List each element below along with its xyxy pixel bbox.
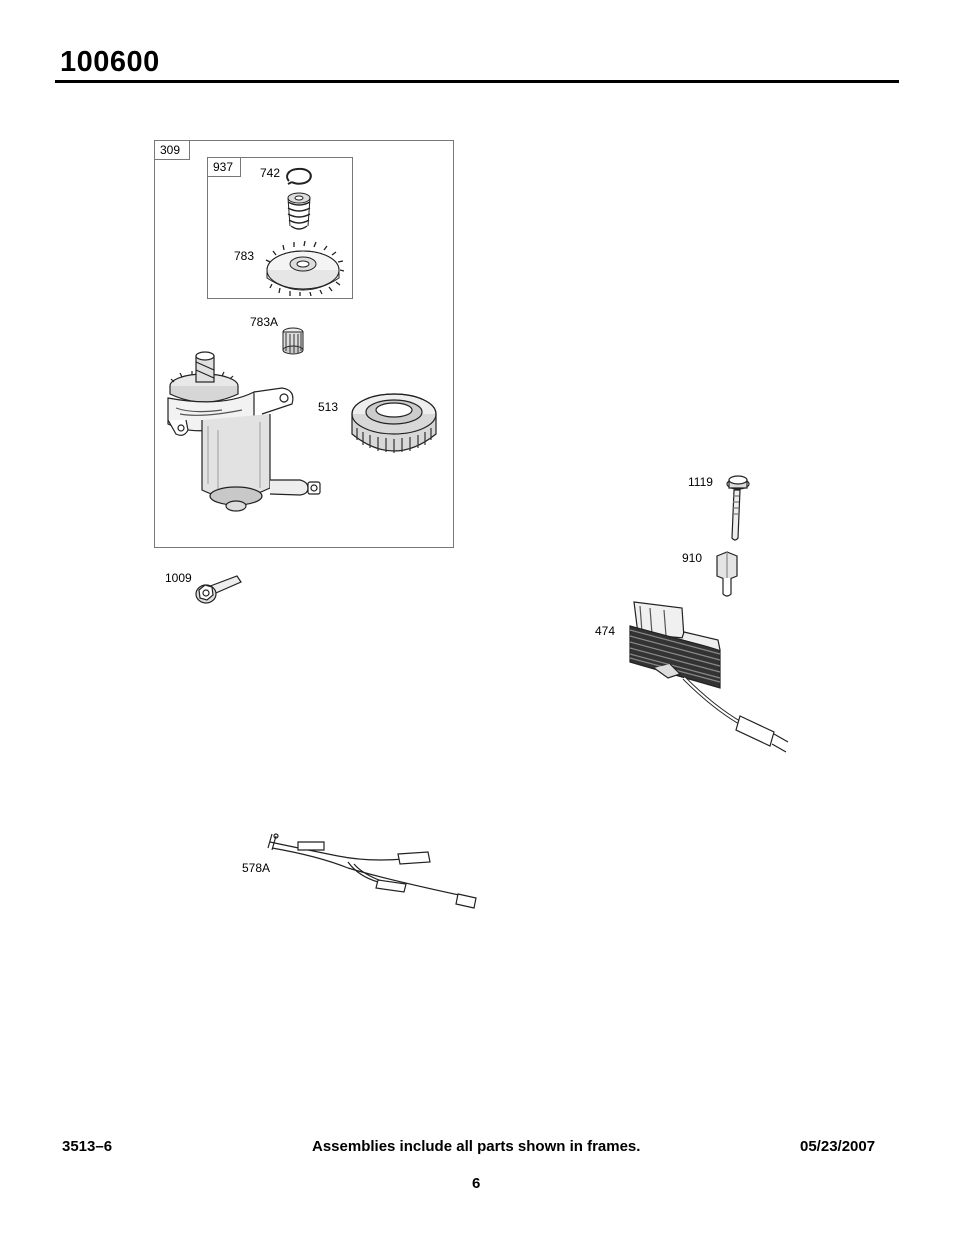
page-number: 6 (472, 1175, 481, 1192)
ring-gear-part-513 (351, 393, 437, 453)
document-code: 3513–6 (62, 1138, 113, 1155)
gear-part-783 (265, 240, 344, 296)
frame-tag-937: 937 (208, 158, 241, 177)
callout-1119: 1119 (688, 475, 713, 489)
header-rule (55, 80, 899, 83)
stud-part-910 (716, 551, 738, 597)
spring-part (287, 192, 311, 230)
page-title: 100600 (60, 46, 160, 78)
callout-474: 474 (595, 624, 616, 638)
armature-part-474 (629, 601, 789, 753)
assembly-frame-937: 937 (207, 157, 353, 299)
frame-note: Assemblies include all parts shown in fr… (312, 1138, 641, 1155)
callout-1009: 1009 (165, 571, 192, 585)
callout-910: 910 (682, 551, 703, 565)
bolt-part-1119 (726, 475, 750, 541)
revision-date: 05/23/2007 (800, 1138, 876, 1155)
pinion-part-783a (282, 327, 304, 355)
callout-783: 783 (234, 249, 255, 263)
starter-motor-part (167, 351, 321, 512)
clip-part-742 (286, 167, 312, 185)
callout-513: 513 (318, 400, 339, 414)
assembly-frame-309: 309 (154, 140, 454, 548)
bolt-part-1009 (195, 575, 242, 604)
callout-783a: 783A (250, 315, 279, 329)
wire-harness-part-578a (267, 833, 477, 909)
frame-tag-309: 309 (155, 141, 190, 160)
callout-742: 742 (260, 166, 281, 180)
callout-578a: 578A (242, 861, 271, 875)
